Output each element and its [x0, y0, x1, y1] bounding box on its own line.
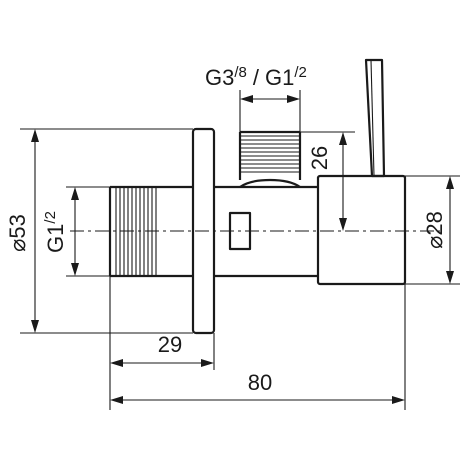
wall-flange — [191, 127, 216, 335]
dim-inlet-thread — [66, 186, 110, 277]
label-flange-diameter: ⌀53 — [5, 214, 30, 252]
label-body-diameter: ⌀28 — [422, 211, 447, 249]
label-outlet-height: 26 — [307, 146, 332, 170]
label-flange-offset: 29 — [158, 332, 182, 357]
valve-body — [214, 178, 318, 278]
label-outlet-thread: G3/8/G1/2 — [205, 64, 307, 90]
dim-flange-diameter — [20, 128, 193, 334]
label-inlet-thread: G1/2 — [42, 211, 68, 253]
handle-cylinder — [316, 174, 407, 286]
lever-handle — [364, 58, 386, 178]
dim-outlet-height — [300, 131, 355, 231]
dim-body-diameter — [405, 175, 460, 285]
outlet-thread — [238, 130, 302, 180]
inlet-thread — [108, 185, 193, 278]
dim-flange-offset — [109, 276, 215, 410]
dim-overall-length — [110, 284, 406, 410]
dim-outlet-thread — [239, 90, 301, 132]
label-overall-length: 80 — [248, 370, 272, 395]
